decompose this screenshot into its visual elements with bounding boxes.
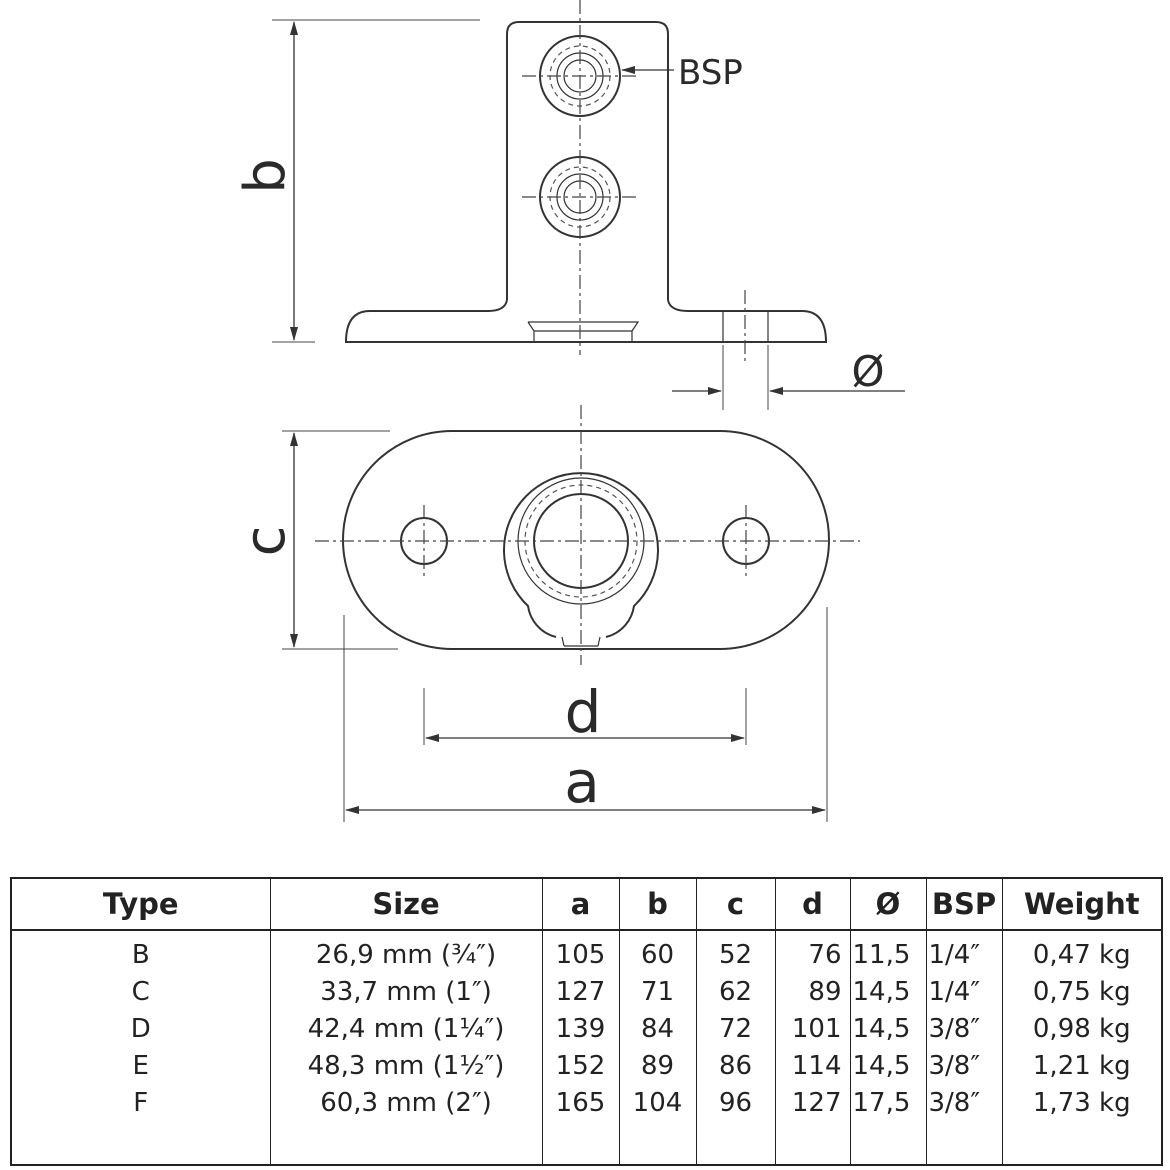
- cell-b: 84: [618, 1011, 696, 1048]
- cell-c: 62: [695, 974, 775, 1011]
- dimension-d-label: d: [565, 678, 602, 746]
- header-type: Type: [11, 878, 270, 931]
- diameter-label: Ø: [851, 347, 884, 396]
- header-bsp: BSP: [925, 878, 1002, 931]
- dimension-a: a: [343, 607, 828, 822]
- cell-bsp: 3/8″: [925, 1048, 1002, 1085]
- header-c: c: [695, 878, 775, 931]
- header-weight: Weight: [1001, 878, 1162, 931]
- dimension-d: d: [423, 678, 747, 746]
- cell-a: 105: [541, 930, 619, 974]
- table-row: B 26,9 mm (¾″) 105 60 52 76 11,5 1/4″ 0,…: [11, 930, 1162, 974]
- cell-weight: 0,98 kg: [1001, 1011, 1162, 1048]
- cell-a: 165: [541, 1085, 619, 1122]
- header-a: a: [541, 878, 619, 931]
- cell-bsp: 1/4″: [925, 974, 1002, 1011]
- top-view: [315, 405, 860, 665]
- cell-type: B: [131, 940, 150, 970]
- cell-size: 42,4 mm (1¼″): [269, 1011, 542, 1048]
- cell-c: 72: [695, 1011, 775, 1048]
- header-d: d: [774, 878, 850, 931]
- cell-weight: 1,21 kg: [1001, 1048, 1162, 1085]
- cell-d: 101: [774, 1011, 850, 1048]
- cell-b: 89: [618, 1048, 696, 1085]
- table-row: F 60,3 mm (2″) 165 104 96 127 17,5 3/8″ …: [11, 1085, 1162, 1122]
- cell-b: 71: [618, 974, 696, 1011]
- cell-c: 96: [695, 1085, 775, 1122]
- table-row: D 42,4 mm (1¼″) 139 84 72 101 14,5 3/8″ …: [11, 1011, 1162, 1048]
- cell-c: 52: [695, 930, 775, 974]
- cell-weight: 0,75 kg: [1001, 974, 1162, 1011]
- cell-b: 104: [618, 1085, 696, 1122]
- cell-type: C: [131, 977, 150, 1007]
- table-row: E 48,3 mm (1½″) 152 89 86 114 14,5 3/8″ …: [11, 1048, 1162, 1085]
- side-view: [344, 0, 828, 365]
- bsp-callout: BSP: [621, 53, 743, 93]
- cell-diameter: 14,5: [849, 974, 926, 1011]
- cell-diameter: 14,5: [849, 1011, 926, 1048]
- cell-d: 76: [774, 930, 850, 974]
- cell-bsp: 3/8″: [925, 1085, 1002, 1122]
- cell-size: 60,3 mm (2″): [269, 1085, 542, 1122]
- table-row: C 33,7 mm (1″) 127 71 62 89 14,5 1/4″ 0,…: [11, 974, 1162, 1011]
- cell-type: D: [130, 1014, 151, 1044]
- table-header-row: Type Size a b c d Ø BSP Weight: [11, 878, 1162, 931]
- dimension-c: c: [233, 430, 398, 650]
- cell-size: 26,9 mm (¾″): [269, 930, 542, 974]
- cell-d: 127: [774, 1085, 850, 1122]
- cell-a: 139: [541, 1011, 619, 1048]
- dimension-b: b: [233, 19, 480, 343]
- cell-b: 60: [618, 930, 696, 974]
- dimension-b-label: b: [233, 158, 298, 194]
- specification-table: Type Size a b c d Ø BSP Weight B 26,9 mm…: [10, 877, 1163, 1166]
- cell-type: E: [132, 1051, 149, 1081]
- table-filler-row: [11, 1122, 1162, 1165]
- bsp-label: BSP: [678, 53, 743, 93]
- header-diameter: Ø: [849, 878, 926, 931]
- cell-diameter: 11,5: [849, 930, 926, 974]
- cell-a: 152: [541, 1048, 619, 1085]
- dimension-diameter: Ø: [672, 345, 905, 410]
- header-b: b: [618, 878, 696, 931]
- cell-d: 89: [774, 974, 850, 1011]
- dimension-c-label: c: [233, 526, 298, 557]
- cell-a: 127: [541, 974, 619, 1011]
- cell-diameter: 17,5: [849, 1085, 926, 1122]
- cell-weight: 1,73 kg: [1001, 1085, 1162, 1122]
- technical-drawing: BSP b Ø c: [233, 0, 905, 822]
- cell-bsp: 3/8″: [925, 1011, 1002, 1048]
- cell-c: 86: [695, 1048, 775, 1085]
- cell-diameter: 14,5: [849, 1048, 926, 1085]
- cell-size: 33,7 mm (1″): [269, 974, 542, 1011]
- cell-d: 114: [774, 1048, 850, 1085]
- cell-type: F: [133, 1088, 149, 1118]
- header-size: Size: [269, 878, 542, 931]
- cell-size: 48,3 mm (1½″): [269, 1048, 542, 1085]
- dimension-a-label: a: [564, 748, 600, 816]
- cell-weight: 0,47 kg: [1001, 930, 1162, 974]
- cell-bsp: 1/4″: [925, 930, 1002, 974]
